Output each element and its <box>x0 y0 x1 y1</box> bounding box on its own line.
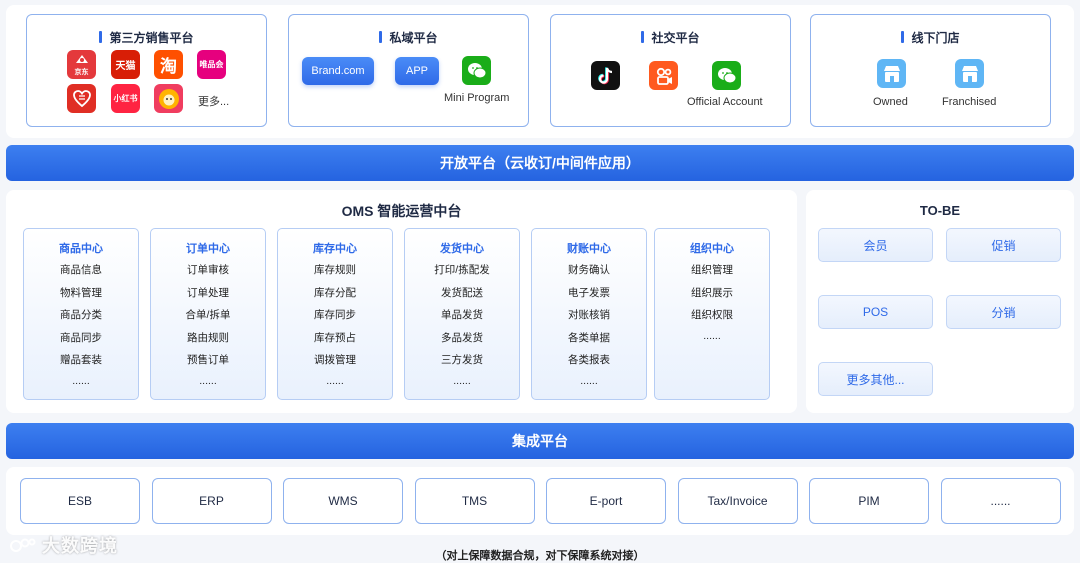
module-item: ...... <box>580 374 598 387</box>
module-item: 组织展示 <box>691 286 733 299</box>
module-item: 电子发票 <box>568 286 610 299</box>
system-box: ERP <box>151 478 272 524</box>
tobe-more: 更多其他... <box>818 362 933 396</box>
module-item: 合单/拆单 <box>185 309 231 321</box>
module-item: 商品分类 <box>60 309 102 321</box>
private-domain-card: 私域平台 Brand.com APP Mini Program <box>288 14 529 127</box>
oms-title: OMS 智能运营中台 <box>341 203 462 219</box>
module-item: 预售订单 <box>187 354 229 366</box>
system-box: PIM <box>809 478 929 524</box>
oms-module-card: 组织中心组织管理组织展示组织权限...... <box>654 228 770 400</box>
third-party-sales-card: 第三方销售平台 京东 天猫 淘 唯品会 小红书 更多... <box>26 14 267 127</box>
oms-module-card: 库存中心库存规则库存分配库存同步库存预占调拨管理...... <box>277 228 393 400</box>
footnote: （对上保障数据合规，对下保障系统对接） <box>435 550 645 562</box>
app-button: APP <box>395 57 439 85</box>
module-title: 财账中心 <box>567 243 611 255</box>
module-item: 库存同步 <box>314 309 356 321</box>
wechat-official-account-icon <box>712 61 741 90</box>
system-box: ...... <box>940 478 1061 524</box>
wechat-mini-program-icon <box>462 56 491 85</box>
module-title: 组织中心 <box>690 243 734 255</box>
module-item: 财务确认 <box>568 264 610 276</box>
title-accent-bar <box>641 31 645 43</box>
tobe-title: TO-BE <box>919 203 961 218</box>
module-item: 打印/拣配发 <box>434 264 490 276</box>
pinduoduo-logo <box>67 84 96 113</box>
module-item: 库存分配 <box>314 286 356 299</box>
system-box: TMS <box>414 478 535 524</box>
system-box: E-port <box>546 478 666 524</box>
module-item: 商品同步 <box>60 331 102 344</box>
oms-module-card: 订单中心订单审核订单处理合单/拆单路由规则预售订单...... <box>150 228 266 400</box>
tobe-pos: POS <box>818 295 933 329</box>
title-accent-bar <box>99 31 103 43</box>
taobao-logo: 淘 <box>154 50 183 79</box>
module-item: 对账核销 <box>568 309 610 321</box>
social-platform-card: 社交平台 Official Account <box>550 14 791 127</box>
module-title: 发货中心 <box>440 243 484 255</box>
watermark-logo: 大数跨境 <box>10 532 118 558</box>
oms-module-card: 财账中心财务确认电子发票对账核销各类单据各类报表...... <box>531 228 647 400</box>
system-box: Tax/Invoice <box>677 478 798 524</box>
oms-module-card: 商品中心商品信息物料管理商品分类商品同步赠品套装...... <box>23 228 139 400</box>
franchised-store-icon <box>955 59 984 88</box>
module-item: 调拨管理 <box>314 354 356 366</box>
title-accent-bar <box>379 31 383 43</box>
tobe-member: 会员 <box>818 228 933 262</box>
oms-module-card: 发货中心打印/拣配发发货配送单品发货多品发货三方发货...... <box>404 228 520 400</box>
system-box: WMS <box>283 478 403 524</box>
module-item: 发货配送 <box>441 286 483 299</box>
tobe-distribution: 分销 <box>946 295 1061 329</box>
franchised-label: Franchised <box>942 96 997 108</box>
official-account-label: Official Account <box>687 96 763 108</box>
module-item: 商品信息 <box>60 264 102 276</box>
module-item: 库存规则 <box>314 264 356 276</box>
module-item: 单品发货 <box>441 309 483 321</box>
jd-logo: 京东 <box>67 50 96 79</box>
module-item: ...... <box>326 374 344 387</box>
module-item: 路由规则 <box>187 331 229 344</box>
open-platform-band: 开放平台（云收订/中间件应用） <box>6 145 1074 181</box>
offline-store-card: 线下门店 Owned Franchised <box>810 14 1051 127</box>
module-item: 组织管理 <box>691 264 733 276</box>
module-item: 三方发货 <box>441 354 483 366</box>
watermark-text: 大数跨境 <box>42 536 119 556</box>
tobe-promotion: 促销 <box>946 228 1061 262</box>
owned-store-icon <box>877 59 906 88</box>
module-item: ...... <box>199 374 217 387</box>
suning-logo <box>154 84 183 113</box>
module-item: 订单审核 <box>187 264 229 276</box>
module-item: 各类单据 <box>568 331 610 344</box>
module-item: 库存预占 <box>314 331 356 344</box>
xiaohongshu-logo: 小红书 <box>111 84 140 113</box>
more-platforms-text: 更多... <box>198 96 230 108</box>
social-platform-title: 社交平台 <box>651 31 700 45</box>
vip-logo: 唯品会 <box>197 50 226 79</box>
system-box: ESB <box>20 478 140 524</box>
tiktok-icon <box>591 61 620 90</box>
module-item: 物料管理 <box>60 286 102 299</box>
private-domain-title: 私域平台 <box>389 31 438 45</box>
module-item: 订单处理 <box>187 286 229 299</box>
tmall-logo: 天猫 <box>111 50 140 79</box>
title-accent-bar <box>901 31 905 43</box>
mini-program-label: Mini Program <box>444 92 510 104</box>
module-title: 商品中心 <box>59 243 103 255</box>
brand-com-button: Brand.com <box>302 57 374 85</box>
module-title: 库存中心 <box>313 243 357 255</box>
third-party-title: 第三方销售平台 <box>109 31 194 45</box>
integration-platform-band: 集成平台 <box>6 423 1074 459</box>
module-item: 赠品套装 <box>60 354 102 366</box>
kuaishou-icon <box>649 61 678 90</box>
module-item: 各类报表 <box>568 354 610 366</box>
module-item: 多品发货 <box>441 331 483 344</box>
module-item: ...... <box>453 374 471 387</box>
module-title: 订单中心 <box>186 243 230 255</box>
module-item: ...... <box>703 329 721 342</box>
module-item: ...... <box>72 374 90 387</box>
owned-label: Owned <box>873 96 908 108</box>
module-item: 组织权限 <box>691 309 733 321</box>
offline-store-title: 线下门店 <box>911 31 960 45</box>
